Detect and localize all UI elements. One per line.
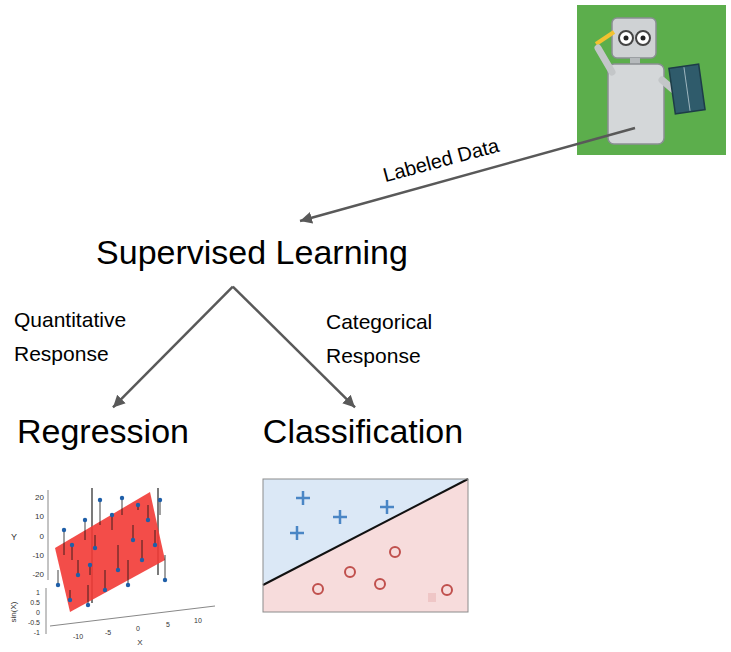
branch-arrow bbox=[113, 287, 233, 408]
concept-node: Supervised Learning bbox=[92, 231, 412, 274]
node-title: Classification bbox=[263, 412, 463, 451]
plus-markers bbox=[290, 491, 394, 540]
axis-tick: 0 bbox=[36, 609, 40, 616]
robot-arm bbox=[598, 48, 612, 72]
class-region bbox=[263, 479, 468, 612]
concept-node: Regression bbox=[13, 410, 193, 453]
robot-picture bbox=[577, 5, 726, 155]
concept-node: Classification bbox=[259, 410, 467, 453]
data-points bbox=[56, 496, 167, 607]
robot-pupil bbox=[641, 36, 646, 41]
robot-book bbox=[669, 64, 705, 114]
data-arrow bbox=[300, 128, 635, 221]
edge-label: Categorical Response bbox=[326, 305, 476, 373]
axis-tick: -1 bbox=[34, 629, 40, 636]
axis-tick: 10 bbox=[194, 617, 202, 624]
robot-pupil bbox=[624, 36, 629, 41]
axis-tick: sin(X) bbox=[10, 602, 18, 623]
axis-tick: 20 bbox=[35, 494, 44, 502]
robot-eye bbox=[619, 31, 633, 45]
node-title: Supervised Learning bbox=[96, 233, 408, 272]
decision-boundary bbox=[263, 479, 468, 585]
axis-tick: -5 bbox=[105, 629, 111, 636]
regression-plot bbox=[46, 488, 215, 634]
robot-eye bbox=[636, 31, 650, 45]
axis-tick: 5 bbox=[166, 621, 170, 628]
classification-plot bbox=[263, 479, 468, 612]
book-spine bbox=[684, 67, 690, 111]
circle-markers bbox=[313, 547, 452, 595]
plot-frame bbox=[263, 479, 468, 612]
axis-tick: -20 bbox=[32, 571, 44, 579]
axis-tick: 0 bbox=[136, 625, 140, 632]
picture-ground bbox=[577, 5, 726, 155]
axis-tick: -10 bbox=[32, 552, 44, 560]
plot-axis bbox=[46, 588, 47, 634]
residual-lines bbox=[58, 498, 165, 605]
faint-marker bbox=[428, 593, 436, 602]
axis-tick: -10 bbox=[73, 633, 83, 640]
robot-head bbox=[612, 18, 656, 58]
axis-tick: X bbox=[137, 639, 142, 647]
axis-tick: 0.5 bbox=[30, 599, 40, 606]
axis-tick: 0 bbox=[40, 533, 44, 541]
axis-tick: Y bbox=[11, 533, 17, 542]
arrow-label: Labeled Data bbox=[381, 135, 501, 185]
robot-pencil bbox=[596, 32, 614, 44]
node-title: Regression bbox=[17, 412, 189, 451]
axis-tick: 1 bbox=[36, 589, 40, 596]
axis-tick: -0.5 bbox=[28, 619, 40, 626]
edge-label: Quantitative Response bbox=[14, 303, 164, 371]
plot-axis bbox=[48, 490, 49, 580]
regression-plane bbox=[55, 492, 165, 612]
axis-tick: 10 bbox=[35, 513, 44, 521]
robot-neck bbox=[630, 58, 640, 64]
